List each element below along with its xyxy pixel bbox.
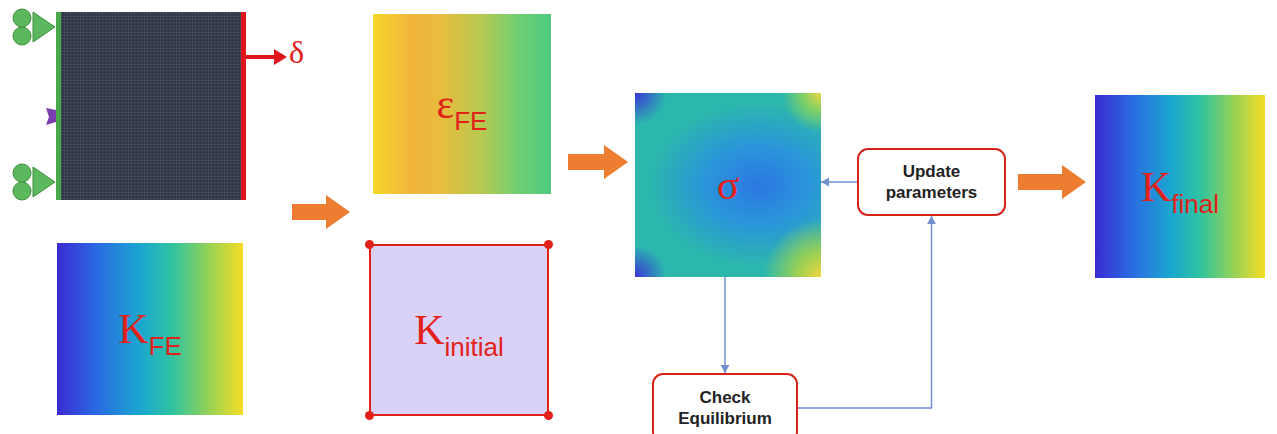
- arrowhead: [721, 365, 730, 373]
- symbol-text: Κ: [1141, 164, 1171, 210]
- text-group: Update parameters: [867, 161, 996, 204]
- final-stiffness: Κfinal: [1095, 95, 1265, 278]
- arrow-body: [1018, 165, 1086, 199]
- corner-node-dot: [365, 240, 374, 249]
- text-group: Check Equilibrium: [662, 387, 788, 430]
- symbol-text: σ: [717, 162, 740, 208]
- subscript-text: final: [1171, 189, 1219, 219]
- roller-support: [13, 9, 55, 200]
- arrowhead: [821, 178, 829, 187]
- subscript-text: FE: [454, 106, 487, 136]
- flow-connector: [721, 277, 730, 373]
- stiffness-field: ΚFE: [57, 243, 243, 415]
- arrowhead: [927, 216, 936, 224]
- fe-mesh: [56, 12, 246, 200]
- symbol-text: ε: [437, 81, 455, 127]
- corner-node-dot: [544, 411, 553, 420]
- text-group: Κinitial: [414, 309, 504, 351]
- fixed-support: [46, 108, 56, 125]
- subscript-text: FE: [149, 331, 182, 361]
- displacement-arrow: [246, 49, 287, 65]
- process-arrow: [292, 195, 350, 229]
- process-box: Check Equilibrium: [652, 373, 798, 434]
- process-arrow: [1018, 165, 1086, 199]
- text-group: ΚFE: [118, 308, 182, 350]
- symbol-text: Κ: [414, 307, 444, 353]
- box-text: Check Equilibrium: [678, 388, 772, 428]
- text-group: εFE: [437, 83, 488, 125]
- initial-stiffness: Κinitial: [369, 244, 549, 416]
- symbol-text: Κ: [118, 306, 148, 352]
- subscript-text: initial: [445, 332, 504, 362]
- process-arrow: [568, 145, 628, 179]
- flow-connector: [821, 178, 857, 187]
- displacement-label: δ: [289, 36, 304, 68]
- box-text: Update parameters: [886, 162, 978, 202]
- corner-node-dot: [544, 240, 553, 249]
- corner-node-dot: [365, 411, 374, 420]
- text-group: σ: [717, 164, 740, 206]
- process-box: Update parameters: [857, 148, 1006, 216]
- stress-field: σ: [635, 93, 821, 277]
- text-group: Κfinal: [1141, 166, 1219, 208]
- strain-field: εFE: [373, 14, 551, 194]
- connector-line: [724, 277, 726, 373]
